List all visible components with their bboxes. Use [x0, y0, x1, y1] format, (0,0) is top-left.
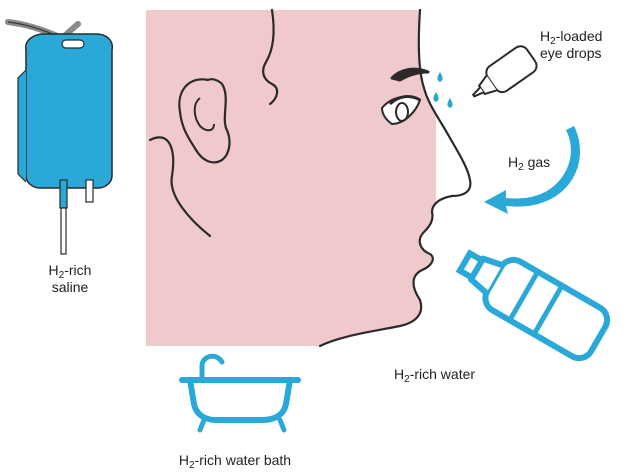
water-label: H2-rich water — [394, 366, 514, 383]
eye-drops-label: H2-loaded eye drops — [540, 28, 634, 62]
skin-panel — [146, 10, 436, 346]
water-bottle-icon — [451, 238, 612, 363]
bath-label: H2-rich water bath — [160, 452, 310, 469]
eye-drops-icon — [433, 72, 452, 108]
saline-label: H2-rich saline — [34, 262, 106, 296]
gas-label: H2 gas — [508, 154, 578, 171]
iv-saline-bag-icon — [8, 22, 112, 254]
bathtub-icon — [182, 356, 298, 430]
eye-dropper-icon — [465, 43, 540, 108]
